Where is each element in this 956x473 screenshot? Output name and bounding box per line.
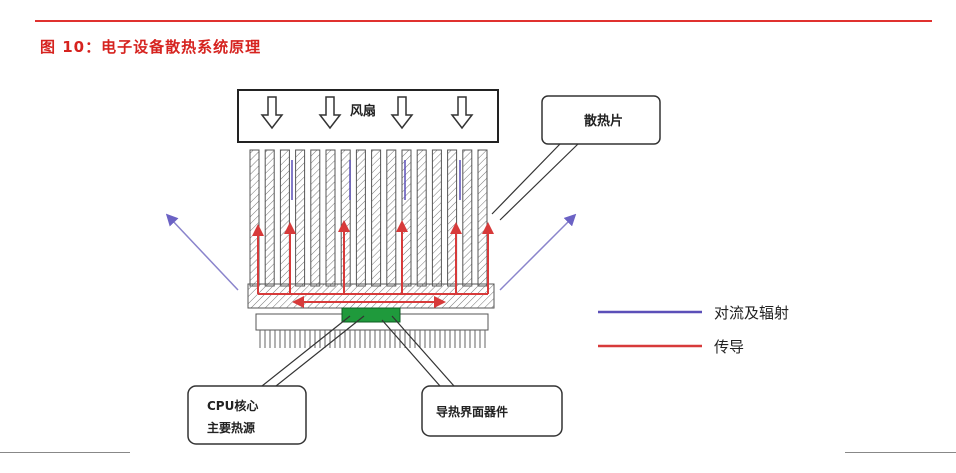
- airflow-arrows: [260, 96, 474, 130]
- fan-box: [237, 89, 499, 143]
- bottom-rule-right: [845, 452, 956, 453]
- heatsink-fin: [416, 149, 427, 287]
- heatsink-fin: [401, 149, 412, 287]
- heatsink-label: 散热片: [584, 113, 623, 129]
- heatsink-fin: [355, 149, 366, 287]
- figure-title: 图 10：电子设备散热系统原理: [40, 38, 262, 56]
- legend-conduction-label: 传导: [714, 338, 744, 356]
- convection-paths-inner: [291, 160, 461, 200]
- heatsink-fin: [279, 149, 290, 287]
- heatsink-callout: [491, 95, 661, 221]
- pcb-pins: [259, 330, 486, 348]
- heatsink-fin: [477, 149, 488, 287]
- heatsink-fin: [264, 149, 275, 287]
- heatsink-fin: [462, 149, 473, 287]
- cpu-chip: [341, 307, 401, 323]
- cpu-label-line1: CPU核心: [207, 398, 258, 413]
- bottom-rule-left: [0, 452, 130, 453]
- convection-arrow-right: [499, 213, 577, 291]
- heatsink-fin: [295, 149, 306, 287]
- conduction-paths: [252, 220, 494, 308]
- heatsink-fin: [325, 149, 336, 287]
- cpu-label-line2: 主要热源: [207, 420, 255, 435]
- legend-convection-label: 对流及辐射: [714, 304, 789, 322]
- heatsink-base: [247, 283, 495, 309]
- heatsink-fin: [340, 149, 351, 287]
- fan-label: 风扇: [350, 103, 376, 119]
- heatsink-fins: [249, 149, 488, 287]
- heatsink-fin: [371, 149, 382, 287]
- interface-callout: [381, 315, 563, 437]
- convection-arrow-left: [165, 213, 239, 291]
- cpu-callout: [187, 315, 365, 445]
- heatsink-fin: [431, 149, 442, 287]
- heatsink-fin: [310, 149, 321, 287]
- heatsink-fin: [386, 149, 397, 287]
- top-rule: [35, 20, 932, 22]
- interface-label: 导热界面器件: [436, 404, 508, 419]
